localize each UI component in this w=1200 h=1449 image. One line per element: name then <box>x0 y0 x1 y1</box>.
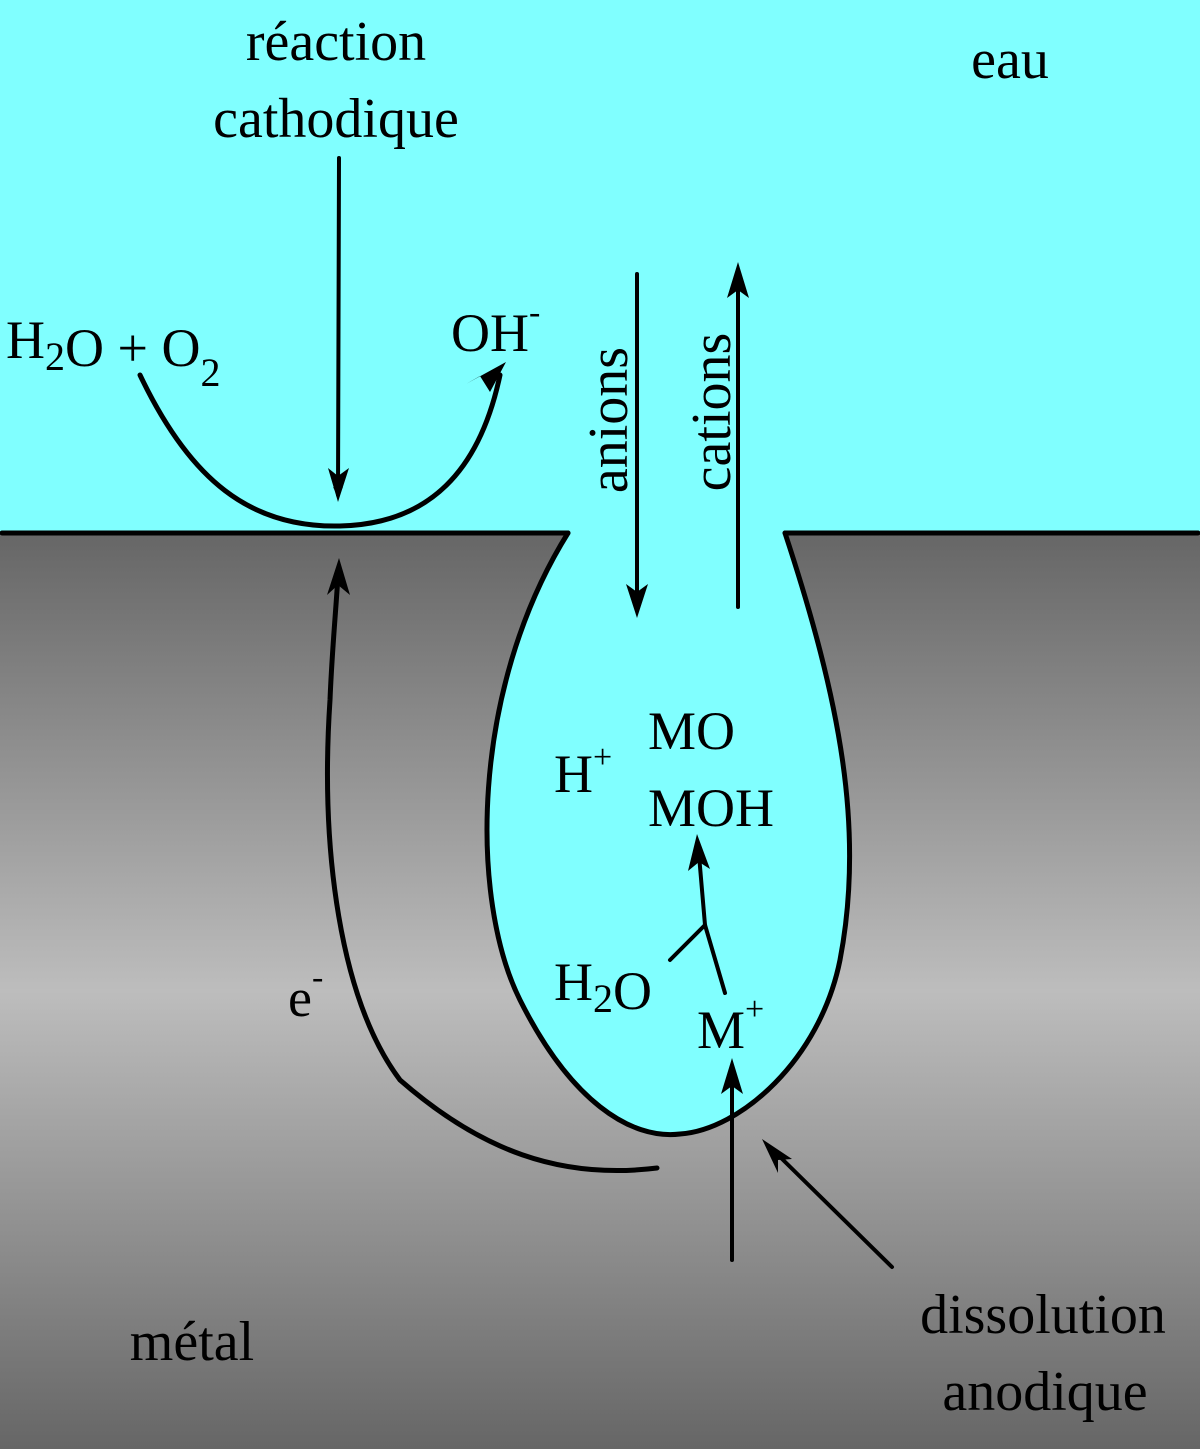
reactants-o-subscript: 2 <box>200 350 220 395</box>
proton-superscript: + <box>593 739 612 776</box>
metal-oxide-label: MO <box>648 701 735 761</box>
hydroxide-superscript: - <box>529 294 540 331</box>
electron-superscript: - <box>312 959 323 996</box>
metal-hydroxide-label: MOH <box>648 778 774 838</box>
dissolution-arrow-diagonal <box>773 1150 894 1269</box>
metal-ion-label: M+ <box>697 991 764 1060</box>
proton-base: H <box>554 744 593 804</box>
anions-label: anions <box>578 347 640 493</box>
proton-label: H+ <box>554 739 612 804</box>
anions-arrow-head <box>626 584 648 618</box>
cathodic-reaction-label-line2: cathodique <box>213 88 459 150</box>
hydroxide-label: OH- <box>451 294 540 363</box>
reactants-h: H <box>6 310 45 370</box>
metal-label: métal <box>130 1311 254 1373</box>
cathodic-reaction-label-line1: réaction <box>246 11 426 73</box>
hydrolysis-arrow-stem <box>697 853 707 927</box>
hydrolysis-arrow-right-branch <box>703 923 727 995</box>
pit-water-o: O <box>613 961 652 1021</box>
metal-ion-superscript: + <box>745 991 764 1028</box>
reactants-o-plus-o: O + O <box>65 318 200 378</box>
pit-water-subscript: 2 <box>593 976 613 1021</box>
hydroxide-base: OH <box>451 303 529 363</box>
pit-water-label: H2O <box>554 952 652 1021</box>
corrosion-pit <box>487 532 850 1135</box>
cathodic-arrow-head <box>328 468 349 502</box>
cathodic-arrow <box>333 156 344 497</box>
cations-label: cations <box>681 333 743 492</box>
electron-base: e <box>288 968 312 1028</box>
anodic-dissolution-label-line1: dissolution <box>920 1284 1166 1346</box>
reactants-h-subscript: 2 <box>45 334 65 379</box>
electron-label: e- <box>288 959 323 1028</box>
metal-ion-base: M <box>697 1000 745 1060</box>
hydrolysis-arrow-left-branch <box>668 923 707 962</box>
dissolution-arrow-vertical-head <box>721 1058 743 1094</box>
hydrolysis-arrow-head <box>688 834 710 871</box>
reactants-label: H2O + O2 <box>6 310 220 395</box>
electron-path-arrow-head <box>327 558 350 595</box>
reaction-curve-arrow <box>137 372 503 529</box>
cations-arrow-head <box>727 262 749 298</box>
pit-water-h: H <box>554 952 593 1012</box>
reaction-curve-arrow-head <box>466 362 506 392</box>
water-region <box>0 0 1200 535</box>
anodic-dissolution-label-line2: anodique <box>942 1361 1147 1423</box>
electron-path-arrow <box>325 572 660 1174</box>
pit-outline <box>484 530 853 1138</box>
dissolution-arrow-diagonal-head <box>762 1139 792 1173</box>
water-label: eau <box>971 29 1049 91</box>
